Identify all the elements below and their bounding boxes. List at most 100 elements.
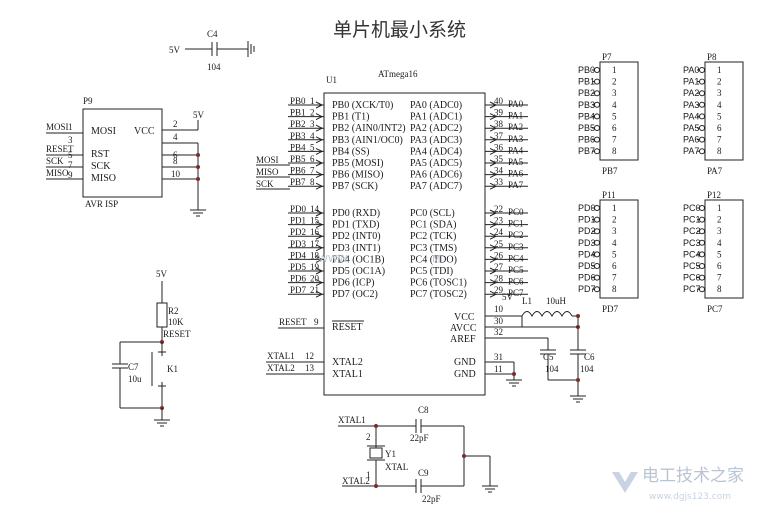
header-pin-label: PB4 [578, 111, 595, 121]
header-pin-label: PA5 [683, 123, 699, 133]
svg-text:RST: RST [91, 149, 109, 160]
svg-text:U1: U1 [326, 75, 337, 85]
svg-text:9: 9 [68, 170, 73, 180]
pb-num-3: 4 [310, 131, 315, 141]
svg-text:12: 12 [305, 351, 314, 361]
svg-text:MOSI: MOSI [46, 122, 69, 132]
svg-text:104: 104 [545, 364, 559, 374]
svg-text:31: 31 [494, 352, 503, 362]
pd-label-3: PD3 (INT1) [332, 243, 381, 254]
svg-text:22pF: 22pF [410, 433, 429, 443]
svg-text:32: 32 [494, 327, 503, 337]
pd-num-1: 15 [310, 216, 320, 226]
svg-text:ATmega16: ATmega16 [378, 69, 418, 79]
header-pin-number: 4 [612, 100, 617, 110]
pd-label-7: PD7 (OC2) [332, 289, 378, 300]
pa-num-5: 35 [494, 154, 504, 164]
reset-circuit: 5V R2 10K RESET C7 10u K1 [112, 269, 191, 427]
pb-net-0: PB0 [290, 96, 306, 106]
pc-net-3: PC3 [508, 242, 524, 252]
svg-text:XTAL1: XTAL1 [267, 351, 295, 361]
pb-num-1: 2 [310, 108, 315, 118]
svg-text:104: 104 [580, 364, 594, 374]
pc-num-4: 26 [494, 250, 504, 260]
header-pin-number: 4 [612, 238, 617, 248]
svg-text:10: 10 [494, 304, 504, 314]
header-pin-label: PD5 [578, 261, 596, 271]
pa-label-1: PA1 (ADC1) [410, 112, 462, 123]
header-pin-label: PA6 [683, 135, 699, 145]
svg-text:Y1: Y1 [385, 449, 396, 459]
pc-label-7: PC7 (TOSC2) [410, 289, 467, 300]
svg-text:GND: GND [454, 369, 476, 380]
svg-text:XTAL: XTAL [385, 462, 408, 472]
pc-label-1: PC1 (SDA) [410, 220, 456, 231]
header-pin-label: PC7 [683, 284, 701, 294]
pc-label-5: PC5 (TDI) [410, 266, 453, 277]
svg-text:3: 3 [68, 135, 73, 145]
brand-logo-icon [612, 470, 638, 493]
svg-text:13: 13 [305, 363, 315, 373]
pa-num-1: 39 [494, 108, 504, 118]
pc-label-4: PC4 (TDO) [410, 254, 457, 265]
svg-text:10: 10 [171, 169, 181, 179]
header-pin-label: PC1 [683, 215, 701, 225]
header-pin-number: 7 [717, 273, 722, 283]
svg-text:7: 7 [68, 160, 73, 170]
power-filter: 5V L1 10uH C5 104 C6 104 [502, 292, 595, 403]
svg-text:2: 2 [366, 432, 371, 442]
pd-num-3: 17 [310, 239, 320, 249]
pb-net-7: PB7 [290, 177, 306, 187]
svg-text:MISO: MISO [256, 167, 279, 177]
header-pin-number: 6 [717, 123, 722, 133]
header-pin-label: PD1 [578, 215, 596, 225]
svg-text:10u: 10u [128, 374, 142, 384]
header-pin-number: 8 [717, 284, 722, 294]
header-pin-number: 2 [612, 215, 617, 225]
pd-num-7: 21 [310, 285, 319, 295]
header-pin-label: PC5 [683, 261, 701, 271]
header-pin-number: 5 [717, 111, 722, 121]
pa-label-0: PA0 (ADC0) [410, 100, 462, 111]
pd-net-2: PD2 [290, 227, 306, 237]
pd-label-6: PD6 (ICP) [332, 278, 375, 289]
pc-num-0: 22 [494, 204, 503, 214]
pc-net-7: PC7 [508, 288, 524, 298]
svg-text:9: 9 [314, 317, 319, 327]
pb-label-5: PB5 (MOSI) [332, 158, 383, 169]
pc-label-6: PC6 (TOSC1) [410, 278, 467, 289]
svg-text:RESET: RESET [332, 322, 363, 333]
svg-text:30: 30 [494, 316, 504, 326]
svg-text:5V: 5V [169, 45, 181, 55]
svg-text:1: 1 [68, 122, 73, 132]
svg-text:P8: P8 [707, 52, 717, 62]
pc-net-5: PC5 [508, 265, 524, 275]
header-pin-number: 2 [717, 215, 722, 225]
pc-num-5: 27 [494, 262, 504, 272]
header-pin-number: 8 [612, 284, 617, 294]
header-pin-label: PA0 [683, 65, 699, 75]
watermark: WWW. M 电工技术之家 www.dgjs123.com [318, 254, 744, 502]
header-pin-number: 1 [717, 65, 722, 75]
header-net-label: PC7 [707, 304, 723, 314]
pb-net-2: PB2 [290, 119, 306, 129]
pa-net-2: PA2 [508, 122, 523, 132]
pa-label-3: PA3 (ADC3) [410, 135, 462, 146]
pc-label-2: PC2 (TCK) [410, 231, 456, 242]
pc-net-2: PC2 [508, 230, 524, 240]
svg-text:2: 2 [173, 119, 178, 129]
pb-num-7: 8 [310, 177, 315, 187]
svg-text:MOSI: MOSI [91, 126, 116, 137]
pb-label-6: PB6 (MISO) [332, 170, 383, 181]
pc-num-6: 28 [494, 274, 504, 284]
svg-text:10uH: 10uH [546, 296, 567, 306]
svg-text:电工技术之家: 电工技术之家 [642, 466, 744, 486]
header-pin-label: PA3 [683, 100, 699, 110]
header-pin-label: PC3 [683, 238, 701, 248]
pd-label-4: PD4 (OC1B) [332, 254, 385, 265]
pc-net-1: PC1 [508, 219, 524, 229]
pd-label-2: PD2 (INT0) [332, 231, 381, 242]
